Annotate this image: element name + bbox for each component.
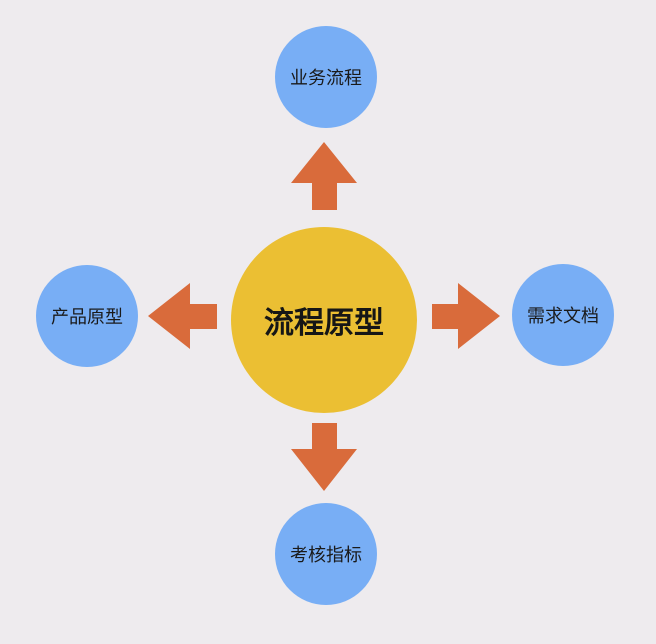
branch-node-bottom-label: 考核指标 [290, 545, 362, 566]
branch-node-left-label: 产品原型 [51, 307, 123, 328]
branch-node-right-label: 需求文档 [527, 306, 599, 327]
arrow-left-icon [148, 283, 217, 349]
branch-node-top-label: 业务流程 [290, 68, 362, 89]
branch-node-top: 业务流程 [275, 26, 377, 128]
branch-node-left: 产品原型 [36, 265, 138, 367]
branch-node-right: 需求文档 [512, 264, 614, 366]
arrow-down-icon [291, 423, 357, 491]
center-node: 流程原型 [231, 227, 417, 413]
branch-node-bottom: 考核指标 [275, 503, 377, 605]
arrow-right-icon [432, 283, 500, 349]
center-node-label: 流程原型 [264, 306, 384, 341]
arrow-up-icon [291, 142, 357, 210]
